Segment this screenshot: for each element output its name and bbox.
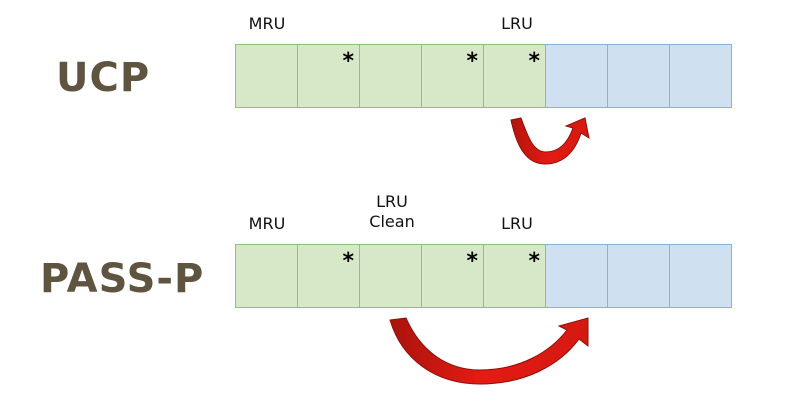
- cache-cell: [607, 244, 670, 308]
- marked-star: *: [466, 249, 478, 274]
- cache-row-pass-p: * * *: [235, 244, 739, 308]
- policy-label-ucp: UCP: [56, 55, 151, 101]
- policy-label-pass-p: PASS-P: [40, 256, 205, 302]
- position-label-lru: LRU: [501, 214, 533, 233]
- cache-cell: [669, 244, 732, 308]
- position-label-mru: MRU: [248, 214, 286, 233]
- position-label-mru: MRU: [248, 14, 286, 33]
- position-label-lru: LRU: [501, 14, 533, 33]
- marked-star: *: [342, 249, 354, 274]
- cache-cell: *: [297, 44, 360, 108]
- cache-cell: *: [483, 44, 546, 108]
- cache-cell: [359, 244, 422, 308]
- cache-cell: [235, 244, 298, 308]
- marked-star: *: [528, 249, 540, 274]
- cache-cell: [669, 44, 732, 108]
- cache-cell: [607, 44, 670, 108]
- marked-star: *: [528, 49, 540, 74]
- position-label-lru-clean: LRU Clean: [369, 192, 415, 231]
- cache-row-ucp: * * *: [235, 44, 739, 108]
- cache-cell: *: [483, 244, 546, 308]
- marked-star: *: [466, 49, 478, 74]
- cache-cell: [545, 244, 608, 308]
- cache-cell: [359, 44, 422, 108]
- marked-star: *: [342, 49, 354, 74]
